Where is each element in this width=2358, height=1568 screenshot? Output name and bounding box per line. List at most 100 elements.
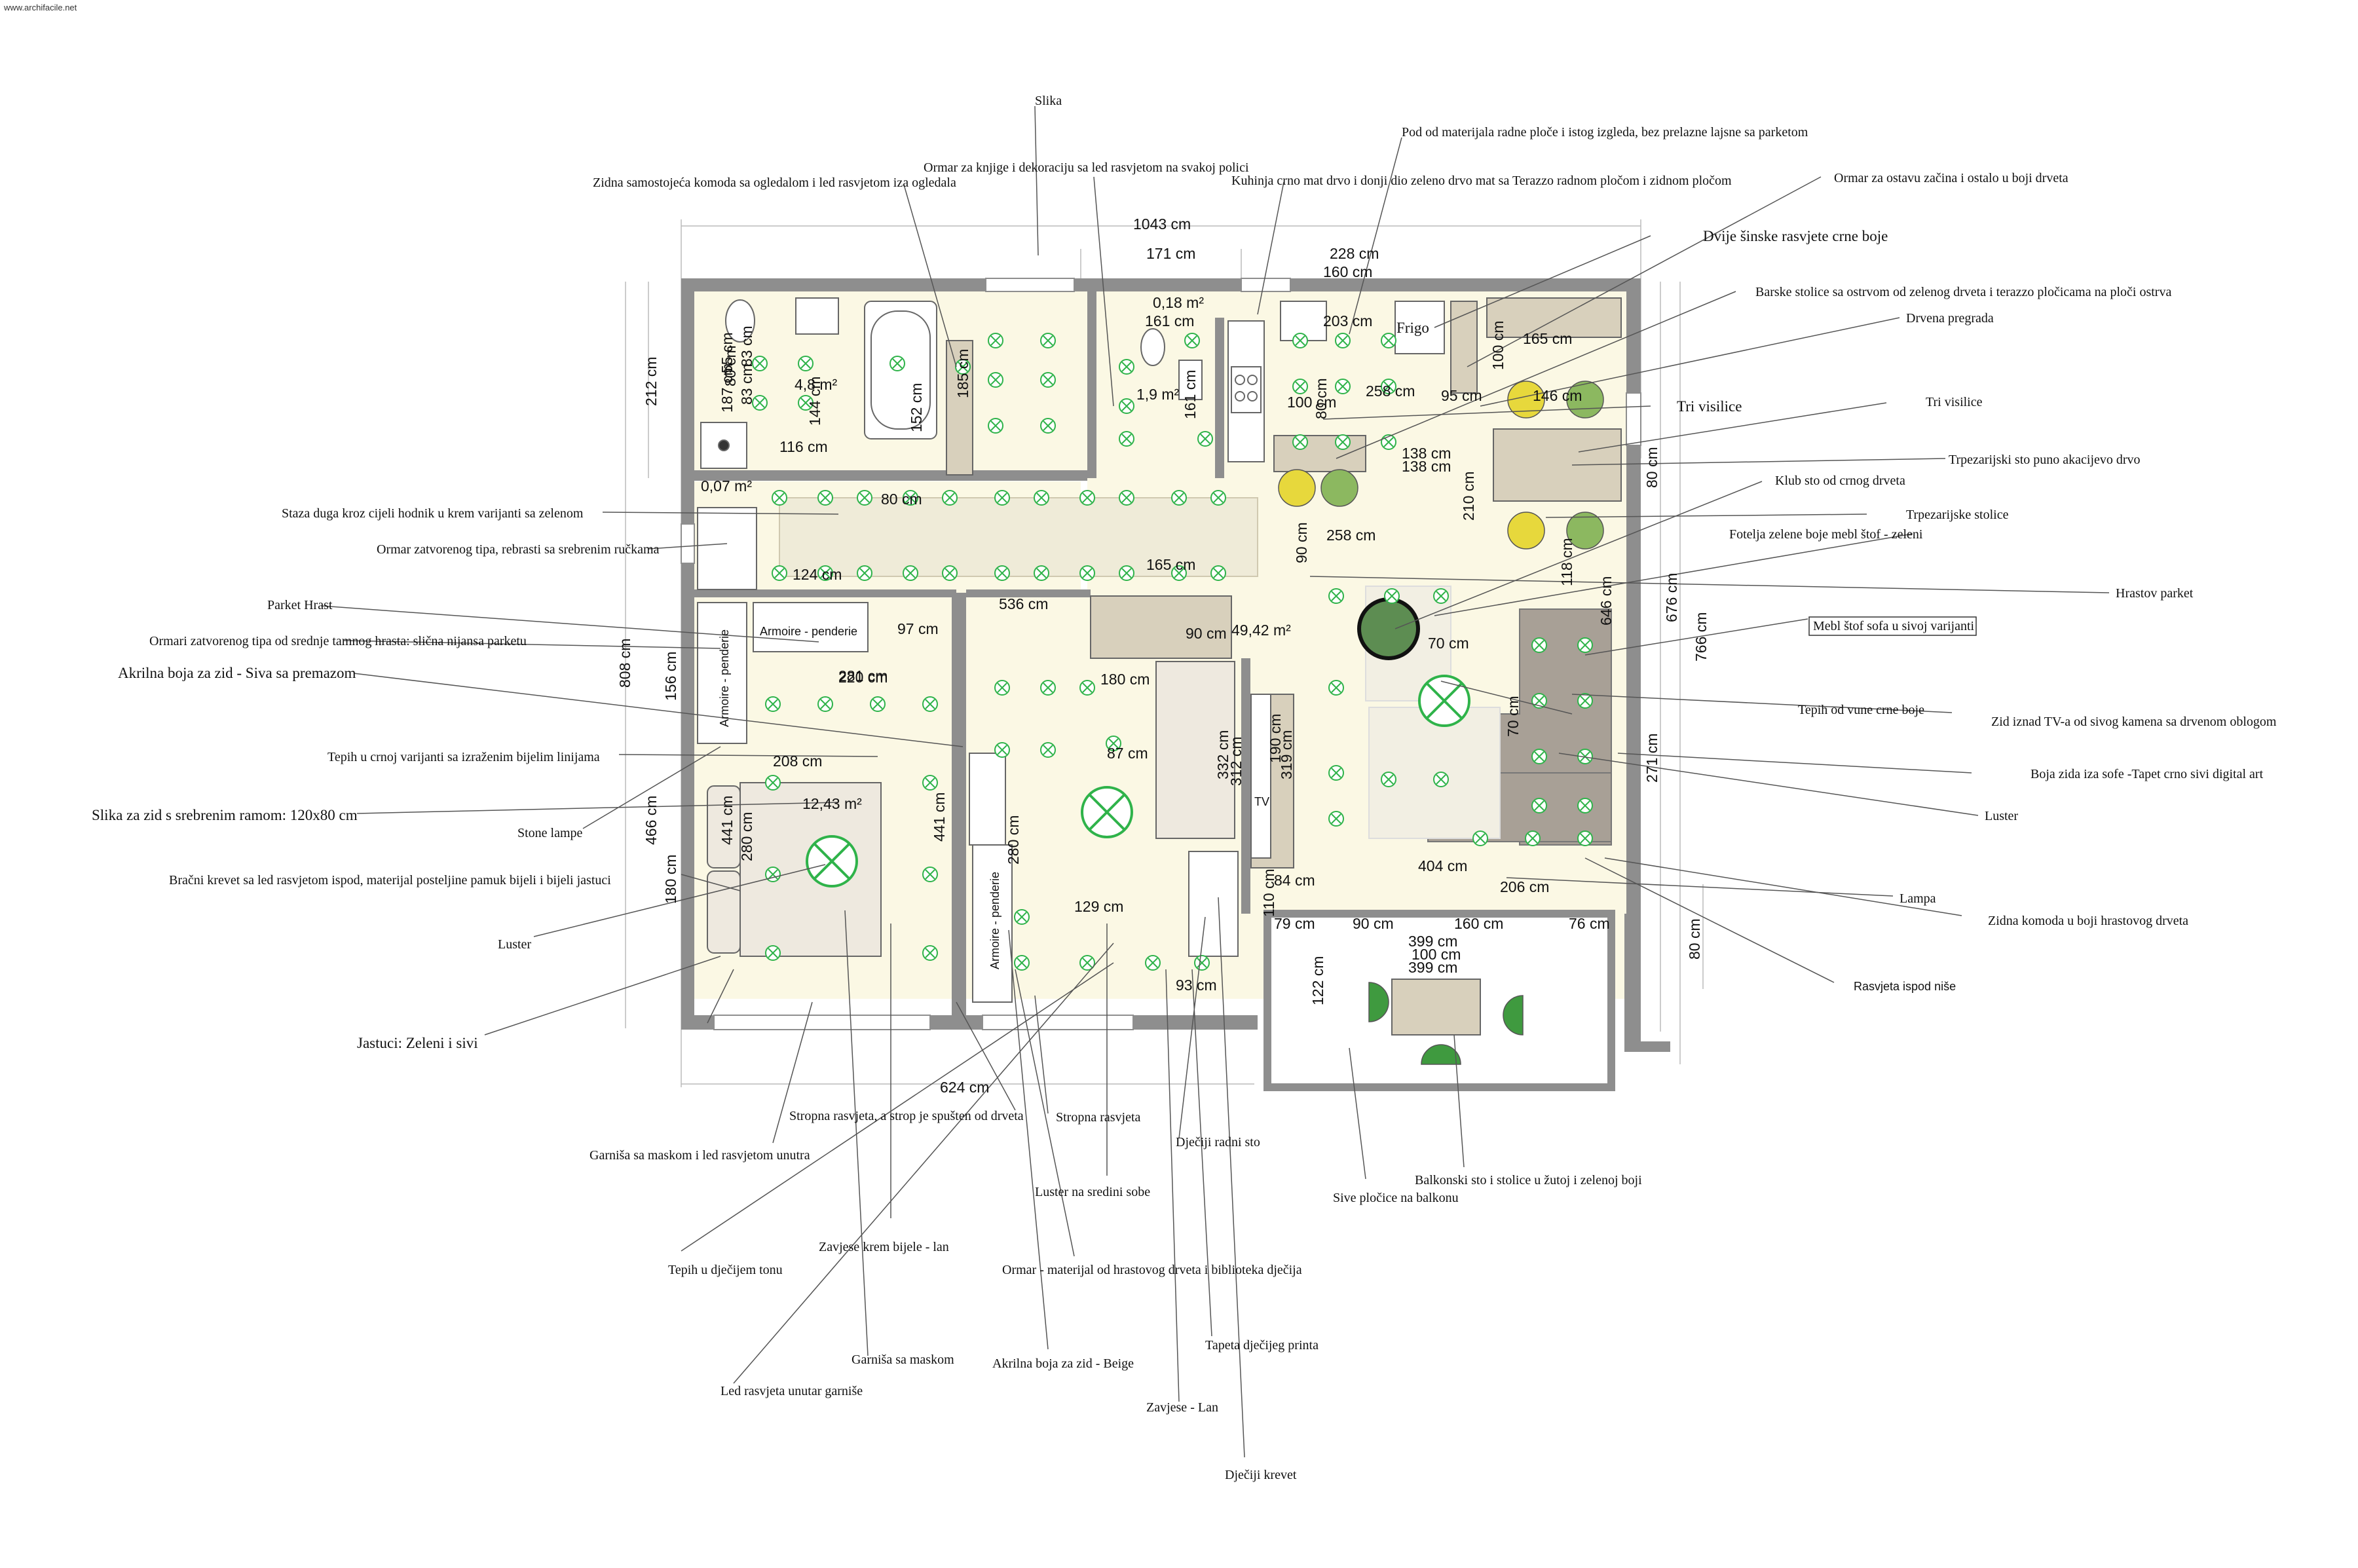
dim-label: 165 cm [1523,330,1572,347]
wall-bath-wc [1087,291,1096,478]
tv-label: TV [1254,795,1269,808]
wall-bed-kids [952,593,966,1015]
spotlights [752,333,1593,971]
dim-label: 187 cm [719,364,736,413]
dim-label: 165 cm [1146,556,1195,573]
dim-label: 180 cm [1100,671,1150,688]
dim-label: 95 cm [1441,387,1482,404]
spotlight-cross [1534,696,1544,706]
spotlight-cross [1108,738,1119,749]
spotlight-cross [925,699,935,709]
dim-label: 138 cm [1402,445,1451,462]
annotation: Garniša sa maskom i led rasvjetom unutra [590,1148,810,1163]
spotlight-cross [1043,745,1053,755]
dim-label: 97 cm [897,620,939,637]
annotation: Hrastov parket [2116,586,2194,601]
dim-label: 332 cm [1214,730,1231,779]
annotation: Fotelja zelene boje mebl štof - zeleni [1729,527,1923,542]
area-closet: 0,18 m² [1153,294,1204,311]
annotation: Stone lampe [517,826,583,840]
armchair [1357,597,1420,660]
annotation: Trpezarijske stolice [1906,508,2009,522]
dim-label: 441 cm [719,796,736,845]
dim-label: 190 cm [1267,714,1284,763]
dim-label: 80 cm [1313,378,1330,419]
dim-label: 281 cm [838,667,888,684]
tv-unit [1250,694,1271,859]
bed-pillow-1 [707,785,741,868]
spotlight-cross [1148,958,1158,968]
spotlight-cross [768,777,778,788]
lusters [806,675,1470,887]
spotlight-cross [1121,362,1132,372]
annotation: Akrilna boja za zid - Siva sa premazom [118,665,356,681]
spotlight-cross [925,777,935,788]
dim-label: 280 cm [1005,815,1022,865]
dim-bottom-total: 624 cm [940,1079,989,1096]
dim-top-c: 160 cm [1323,263,1372,280]
area-bath: 4,8 m² [795,376,838,393]
dim-label: 83 cm [738,364,755,405]
spotlight-cross [990,420,1001,431]
spotlight-cross [1036,568,1047,578]
dim-label: 138 cm [1402,458,1451,475]
annotation: Ormar - materijal od hrastovog drveta i … [1002,1263,1302,1277]
annotation: Dvije šinske rasvjete crne boje [1703,228,1888,244]
wall-hall-bed [694,589,956,597]
annotation: Klub sto od crnog drveta [1775,474,1905,488]
wall-top [681,278,1641,291]
kids-shelf [969,753,1006,846]
spotlight-cross [1082,568,1093,578]
spotlight-cross [1331,591,1341,601]
spotlight-cross [1580,751,1590,762]
spotlight-cross [1213,568,1224,578]
dim-label: 144 cm [806,377,823,426]
kids-wardrobe [972,844,1013,1003]
wall-left [681,278,694,1028]
annotation: Zidna komoda u boji hrastovog drveta [1988,914,2188,928]
annotation: Tapeta dječijeg printa [1205,1338,1319,1353]
spotlight-cross [1174,493,1184,503]
spotlight-cross [945,493,955,503]
dim-label: 210 cm [1460,472,1477,521]
spotlight-cross [820,568,831,578]
spotlight-cross [1036,493,1047,503]
chairs [1278,381,1604,1065]
spotlight-cross [1338,437,1348,447]
pantry-cabinet [1486,297,1622,338]
annotation: Lampa [1900,891,1936,906]
spotlight-cross [945,568,955,578]
balcony-table [1391,979,1481,1036]
spotlight-cross [1121,401,1132,411]
spotlight-cross [800,398,811,408]
spotlight-cross [892,358,903,369]
dim-top-a: 171 cm [1146,245,1195,262]
spotlight-cross [1383,774,1394,785]
dim-label: 93 cm [1176,977,1217,994]
annotation: Tepih u dječijem tonu [668,1263,783,1277]
spotlight-cross [1121,568,1132,578]
dim-label: 160 cm [1454,915,1503,932]
annotation: Slika za zid s srebrenim ramom: 120x80 c… [92,807,358,823]
spotlight-cross [1383,381,1394,392]
spotlight-cross [1387,591,1397,601]
wall-hall-kids [966,589,1091,597]
dimension-labels: 1043 cm 171 cm 228 cm 160 cm 808 cm 212 … [616,215,1710,1096]
dim-right-a: 676 cm [1663,573,1680,622]
spotlight-cross [1121,434,1132,444]
dim-label: 399 cm [1408,933,1457,950]
dim-label: 122 cm [1309,956,1326,1005]
annotation: Rasvjeta ispod niše [1854,980,1956,993]
dim-left-d: 180 cm [662,855,679,904]
dim-label: 161 cm [1145,312,1194,329]
annotation: Pod od materijala radne ploče i istog iz… [1402,125,1808,140]
dim-label: 116 cm [779,438,828,455]
spotlight-cross [1174,568,1184,578]
annotations: Slika Pod od materijala radne ploče i is… [92,94,2277,1482]
annotation: Dječiji radni sto [1176,1135,1260,1149]
dim-left-c: 466 cm [643,796,660,845]
dim-label: 90 cm [1293,522,1310,563]
spotlight-cross [1534,800,1544,811]
annotation: Ormar za knjige i dekoraciju sa led rasv… [924,160,1249,175]
area-living: 49,42 m² [1231,622,1291,639]
